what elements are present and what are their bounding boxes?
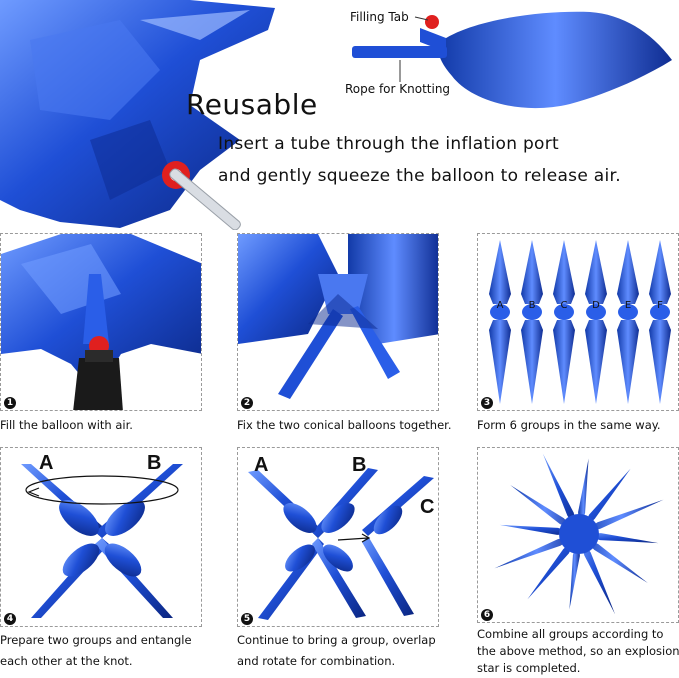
- attach-arrow: [337, 537, 369, 541]
- step-5-caption-line-1: Continue to bring a group, overlap: [237, 633, 436, 647]
- group-letter-c: C: [420, 496, 435, 518]
- step-number: 1: [4, 397, 16, 409]
- star-spike: [579, 534, 616, 615]
- step-6-caption: Combine all groups according to the abov…: [477, 626, 679, 677]
- step-5-illustration: [248, 468, 434, 620]
- star-spike: [510, 484, 579, 534]
- group-letter-b: B: [147, 452, 162, 474]
- group-letter-f: F: [657, 300, 663, 311]
- star-center: [559, 514, 599, 554]
- step-number: 3: [481, 397, 493, 409]
- step-3-illustration: A B C D E F: [489, 240, 671, 404]
- step-3-panel: A B C D E F 3: [477, 233, 679, 411]
- hero-section: Filling Tab Rope for Knotting Reusable I…: [0, 0, 679, 230]
- label-rope: Rope for Knotting: [345, 82, 451, 96]
- hero-illustration: [0, 0, 672, 230]
- step-5-caption: Continue to bring a group, overlap and r…: [237, 630, 436, 672]
- step-number: 5: [241, 613, 253, 625]
- group-letter-c: C: [561, 300, 568, 311]
- knot-rope: [352, 46, 447, 58]
- star-spike: [579, 534, 648, 584]
- step-3-caption: Form 6 groups in the same way.: [477, 418, 661, 432]
- step-1-illustration: [1, 234, 201, 410]
- step-4-panel: A B 4: [0, 447, 202, 627]
- star-spike: [579, 499, 664, 534]
- star-spike: [579, 468, 631, 534]
- step-4-caption: Prepare two groups and entangle each oth…: [0, 630, 192, 672]
- group-letter-b: B: [352, 454, 367, 476]
- cone-balloon: [438, 11, 672, 109]
- balloon-group-f: [649, 240, 671, 404]
- balloon-group-e: [617, 240, 639, 404]
- group-letter-e: E: [625, 300, 631, 311]
- star-spike: [494, 534, 579, 569]
- hero-title: Reusable: [186, 88, 318, 121]
- group-letter-b: B: [529, 300, 536, 311]
- step-6-panel: 6: [477, 447, 679, 623]
- rotation-arrow: [25, 475, 179, 505]
- step-2-caption: Fix the two conical balloons together.: [237, 418, 452, 432]
- step-6-caption-line-3: star is completed.: [477, 661, 581, 675]
- step-5-caption-line-2: and rotate for combination.: [237, 654, 396, 668]
- instruction-line-2: and gently squeeze the balloon to releas…: [218, 166, 621, 186]
- knot-tail: [278, 309, 343, 399]
- step-5-panel: A B C 5: [237, 447, 439, 627]
- group-letter-a: A: [254, 454, 269, 476]
- label-filling-tab: Filling Tab: [350, 10, 409, 24]
- instruction-line-1: Insert a tube through the inflation port: [218, 134, 560, 154]
- group-letter-d: D: [592, 300, 600, 311]
- balloon-group-a: [489, 240, 511, 404]
- step-4-illustration: [21, 464, 183, 618]
- group-letter-a: A: [39, 452, 54, 474]
- step-2-illustration: [238, 234, 438, 399]
- pump-nozzle: [73, 358, 123, 410]
- step-number: 6: [481, 609, 493, 621]
- step-6-caption-line-2: the above method, so an explosion: [477, 644, 679, 658]
- step-4-caption-line-1: Prepare two groups and entangle: [0, 633, 192, 647]
- balloon-group-c: [553, 240, 575, 404]
- step-4-caption-line-2: each other at the knot.: [0, 654, 133, 668]
- balloon-group-b: [521, 240, 543, 404]
- balloon-group-d: [585, 240, 607, 404]
- step-number: 2: [241, 397, 253, 409]
- star-spike: [527, 534, 579, 600]
- step-1-panel: 1: [0, 233, 202, 411]
- step-1-caption: Fill the balloon with air.: [0, 418, 133, 432]
- step-6-caption-line-1: Combine all groups according to: [477, 627, 664, 641]
- star-spike: [542, 453, 579, 534]
- group-letter-a: A: [497, 300, 504, 311]
- tube: [169, 168, 241, 230]
- step-2-panel: 2: [237, 233, 439, 411]
- step-number: 4: [4, 613, 16, 625]
- step-6-illustration: [494, 453, 664, 615]
